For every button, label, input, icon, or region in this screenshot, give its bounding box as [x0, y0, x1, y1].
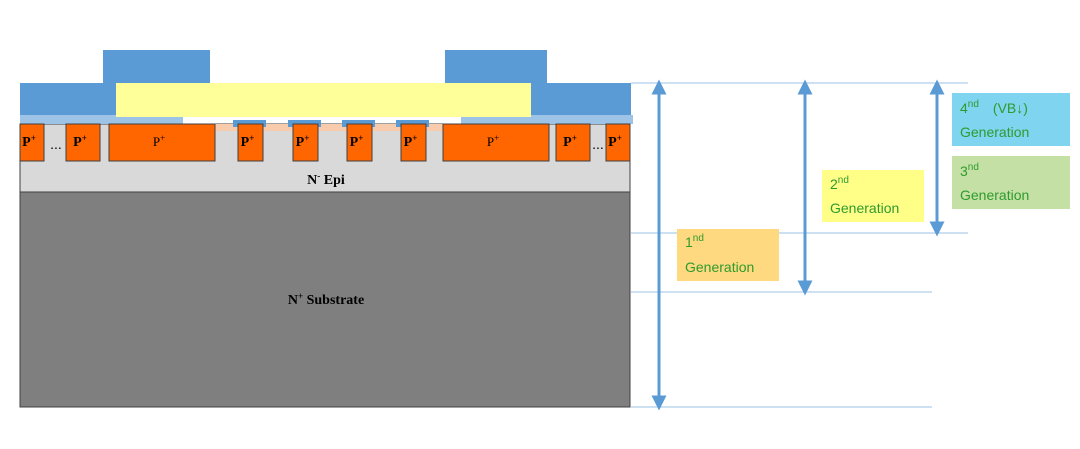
svg-text:Generation: Generation: [960, 124, 1029, 140]
generation-label-2: 2nd Generation: [822, 170, 924, 222]
p-plus-region-3: [108, 123, 216, 162]
right-metal-contact: [445, 50, 631, 115]
p-plus-label-1: P+: [22, 133, 36, 150]
p-plus-region-10: [605, 123, 631, 162]
p-plus-label-8: P+: [487, 133, 499, 149]
p-plus-region-8: [442, 123, 550, 162]
p-plus-label-5: P+: [296, 133, 310, 150]
svg-text:3nd: 3nd: [960, 162, 979, 179]
p-plus-label-3: P+: [153, 133, 165, 149]
generation-label-4: 4nd (VB↓) Generation: [952, 93, 1070, 146]
svg-text:Generation: Generation: [685, 259, 754, 275]
left-metal-contact: [20, 50, 210, 115]
svg-text:4nd (VB↓): 4nd (VB↓): [960, 99, 1028, 116]
epi-label: N- Epi: [307, 171, 345, 188]
svg-text:1nd: 1nd: [685, 233, 704, 250]
right-light-blue-strip: [461, 115, 633, 124]
p-plus-region-4: [237, 123, 264, 162]
substrate-layer: [19, 191, 631, 408]
p-plus-label-6: P+: [350, 133, 364, 150]
p-plus-label-4: P+: [241, 133, 255, 150]
p-plus-region-9: [555, 123, 591, 162]
yellow-oxide: [116, 83, 531, 117]
left-ellipsis: ...: [50, 136, 62, 152]
svg-text:2nd: 2nd: [830, 175, 849, 192]
generation-label-1: 1nd Generation: [677, 229, 779, 281]
right-ellipsis: ...: [592, 136, 604, 152]
p-plus-region-5: [292, 123, 319, 162]
generation-label-3: 3nd Generation: [952, 156, 1070, 209]
p-plus-label-9: P+: [563, 133, 577, 150]
peach-layer: [185, 124, 455, 131]
substrate-label: N+ Substrate: [288, 291, 364, 308]
p-plus-label-2: P+: [73, 133, 87, 150]
left-light-blue-strip: [20, 115, 183, 124]
p-plus-region-2: [65, 123, 101, 162]
p-plus-region-1: [19, 123, 45, 162]
p-plus-label-7: P+: [404, 133, 418, 150]
p-plus-region-6: [346, 123, 373, 162]
svg-text:Generation: Generation: [830, 200, 899, 216]
p-plus-region-7: [400, 123, 427, 162]
svg-text:Generation: Generation: [960, 187, 1029, 203]
p-plus-label-10: P+: [608, 133, 622, 150]
